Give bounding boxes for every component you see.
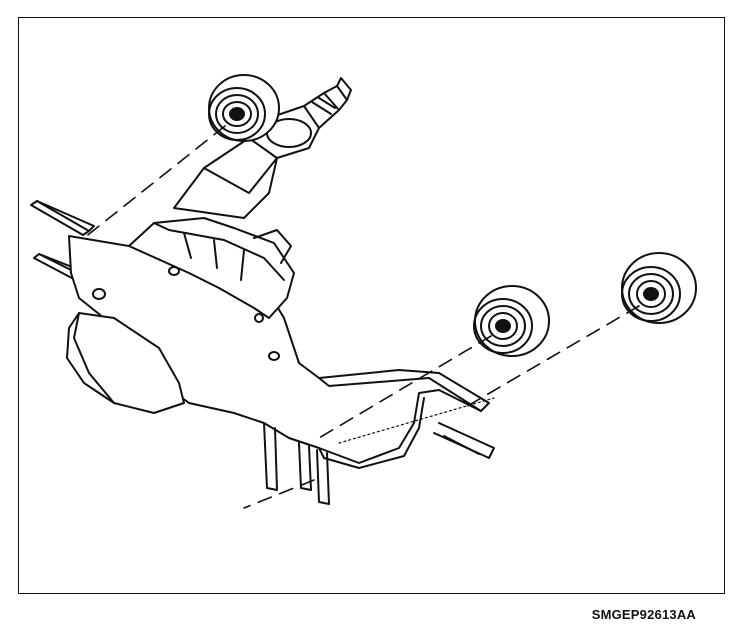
- figure-code: SMGEP92613AA: [591, 607, 696, 622]
- rubber-grommet-upper: [208, 74, 280, 142]
- mounting-bracket: [30, 200, 495, 505]
- rubber-grommet-right: [621, 252, 697, 324]
- wiper-motor: [66, 77, 352, 414]
- illustration-frame: [18, 17, 725, 594]
- rubber-grommet-middle: [473, 285, 550, 357]
- hidden-edge-line: [338, 397, 495, 444]
- wiper-motor-exploded-view: [30, 74, 697, 509]
- assembly-leader-lines: [83, 125, 640, 509]
